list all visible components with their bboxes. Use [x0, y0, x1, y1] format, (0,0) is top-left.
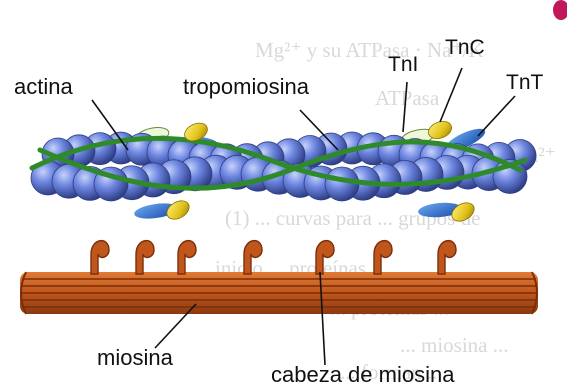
myosin-head	[438, 241, 456, 274]
label-actina: actina	[14, 76, 73, 98]
myosin-head	[178, 241, 196, 274]
myosin-head	[91, 241, 109, 274]
leader-tni	[403, 82, 407, 132]
label-tni: TnI	[388, 54, 418, 75]
leader-tnt	[478, 96, 515, 136]
myosin-heads	[91, 241, 456, 274]
myosin-head	[374, 241, 392, 274]
myosin-head	[316, 241, 334, 274]
leader-tnc	[440, 68, 462, 122]
myosin-head	[136, 241, 154, 274]
label-tnt: TnT	[506, 72, 543, 93]
corner-mark	[553, 0, 567, 20]
myosin-filament	[20, 272, 538, 314]
label-miosina: miosina	[97, 347, 173, 369]
label-tropomiosina: tropomiosina	[183, 76, 309, 98]
label-tnc: TnC	[445, 37, 485, 58]
label-cabeza-de-miosina: cabeza de miosina	[271, 364, 454, 386]
myosin-head	[244, 241, 262, 274]
